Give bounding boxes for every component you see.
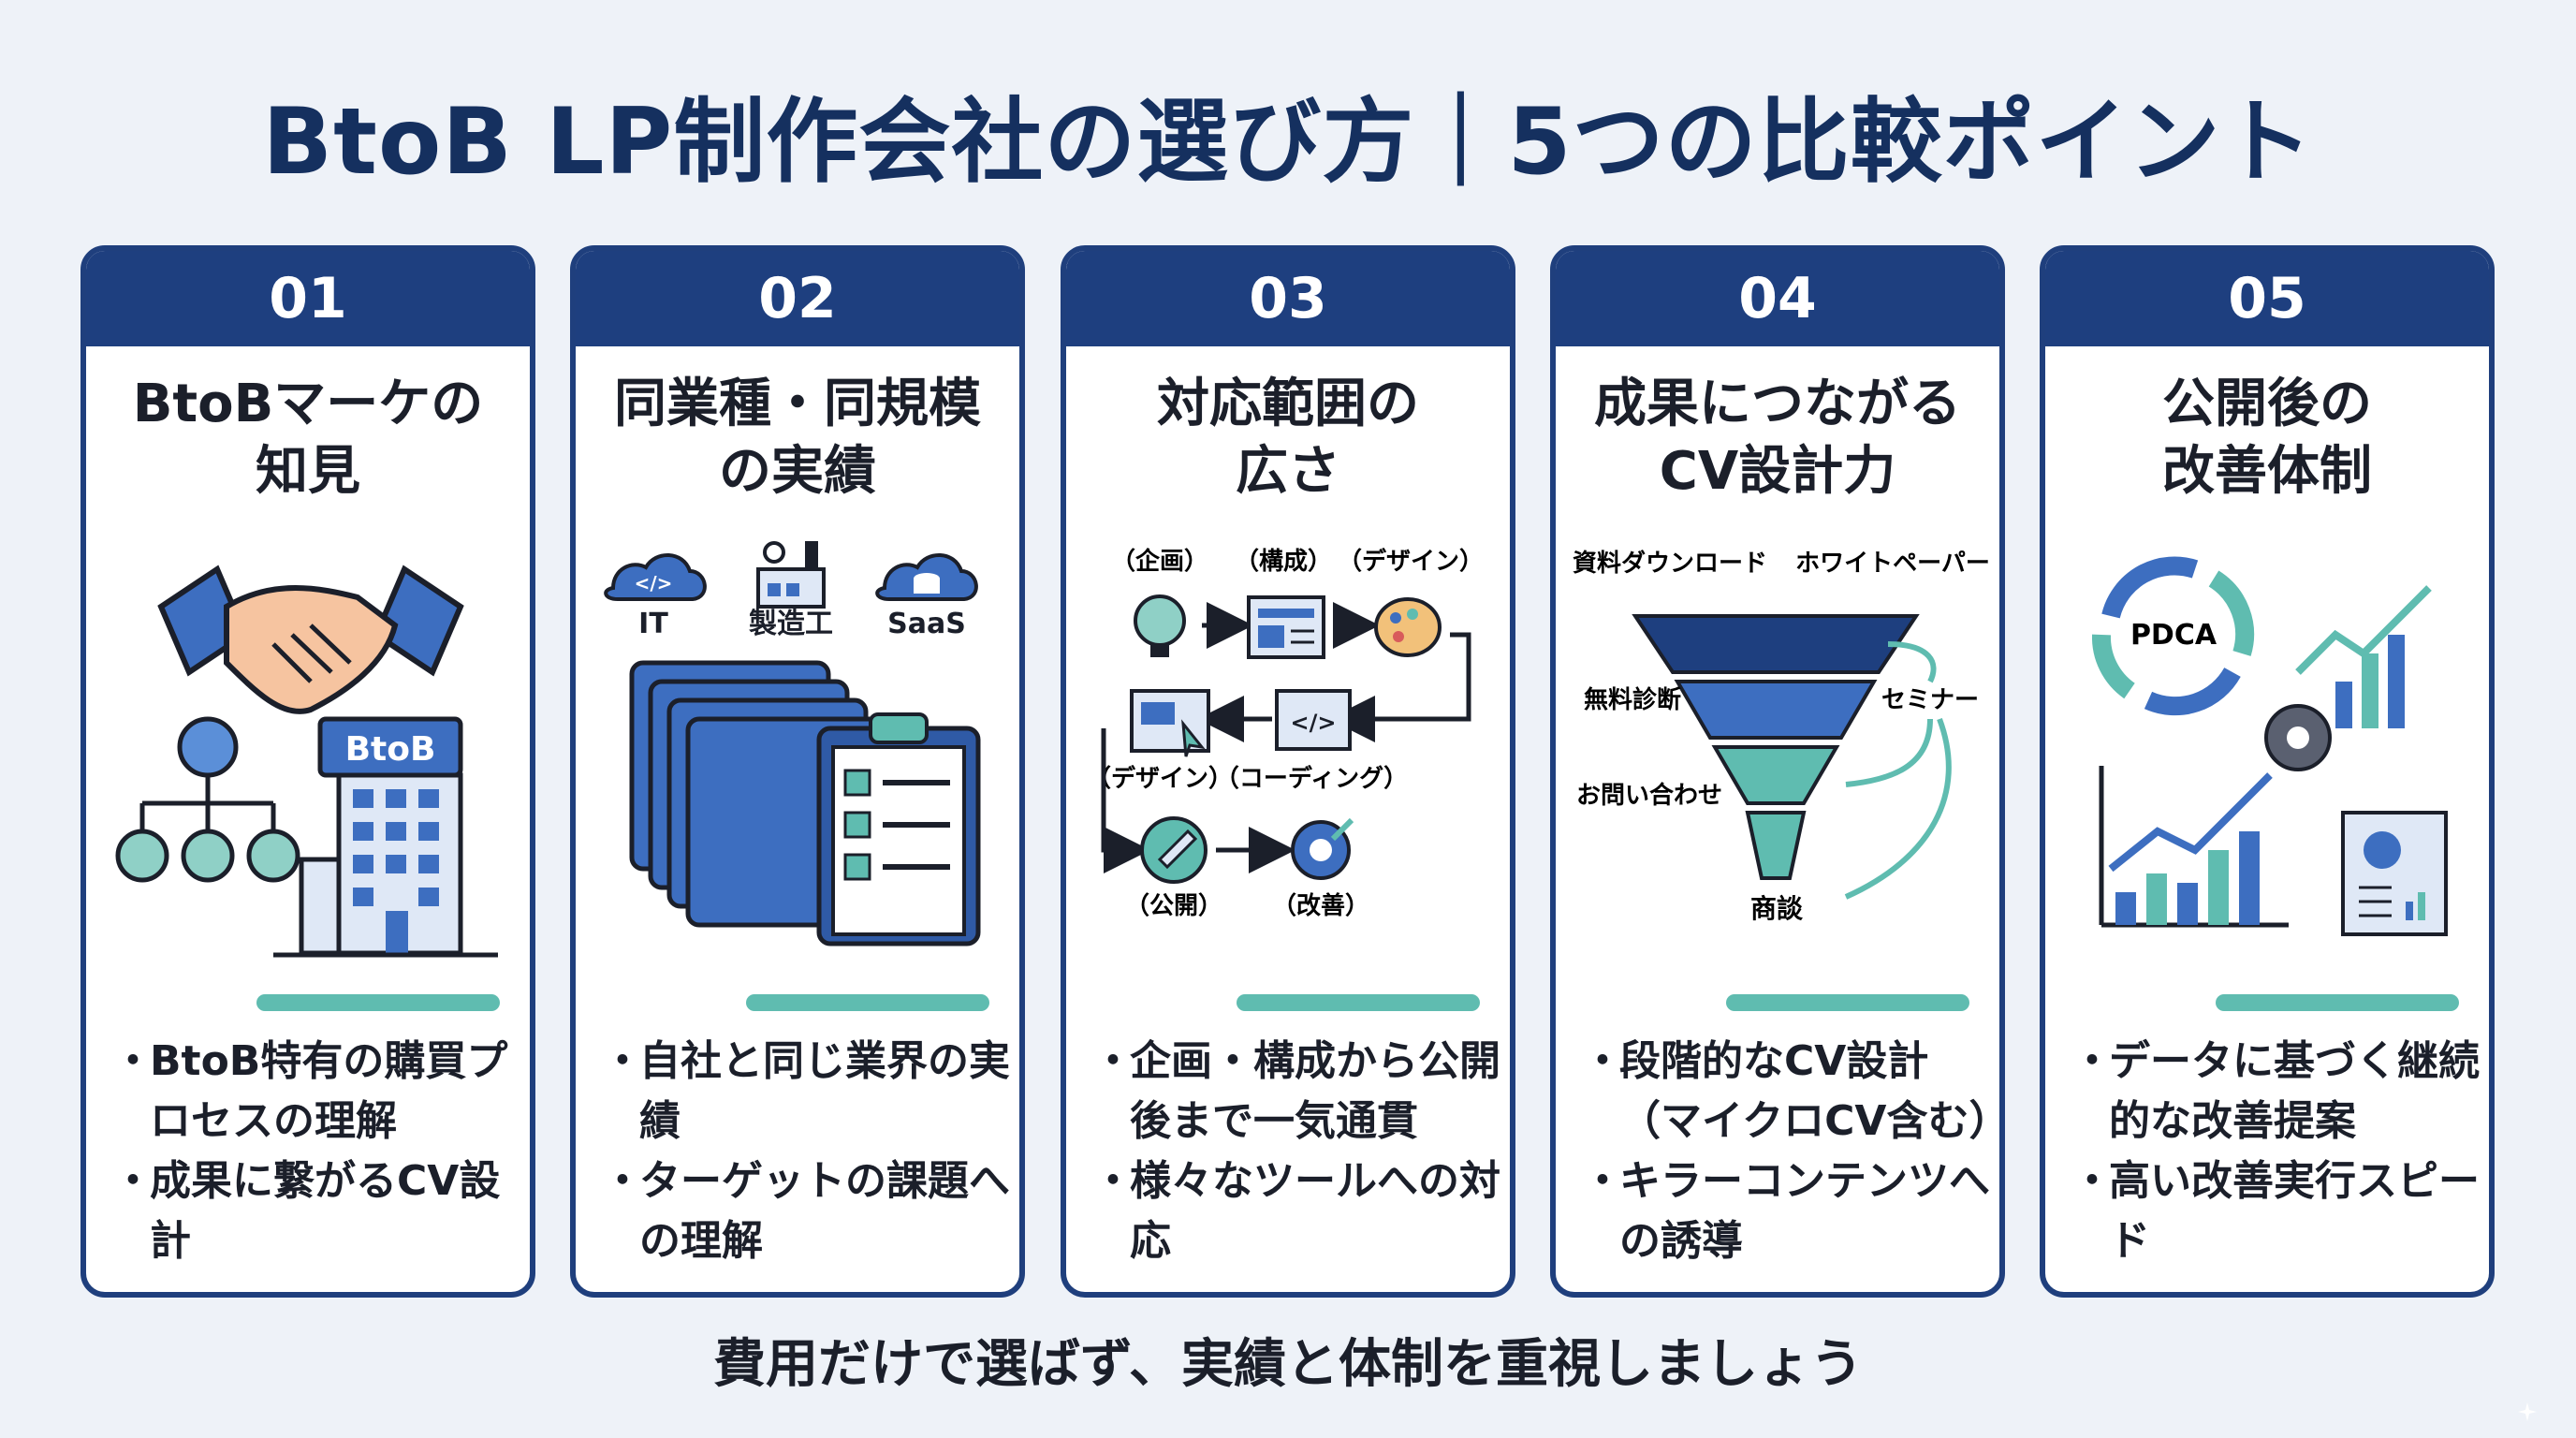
card-illustration: BtoB	[86, 532, 530, 1243]
card-title-line: 改善体制	[2162, 441, 2372, 502]
card-title-line: 成果につながる	[1594, 374, 1961, 434]
funnel-label: 無料診断	[1584, 685, 1681, 714]
category-label: 製造工	[749, 608, 833, 640]
card-title: BtoBマーケの 知見	[86, 371, 530, 506]
bullet-item: ・企画・構成から公開後まで一気通貫	[1092, 1037, 1500, 1145]
card-title-line: 公開後の	[2162, 374, 2372, 434]
category-label: SaaS	[887, 608, 966, 640]
wireframe-icon	[1247, 595, 1325, 659]
bullet-item: ・高い改善実行スピード	[2071, 1157, 2480, 1265]
flow-arrows	[1844, 641, 1952, 900]
step-label: （デザイン）	[1338, 547, 1484, 576]
building-icon	[273, 716, 498, 958]
bullet-item: ・段階的なCV設計（マイクロCV含む）	[1582, 1037, 2005, 1145]
step-label: （企画）	[1111, 547, 1208, 576]
footer-message: 費用だけで選ばず、実績と体制を重視しましょう	[712, 1334, 1864, 1395]
gear-icon	[2264, 704, 2332, 771]
card-title: 公開後の 改善体制	[2045, 371, 2489, 506]
card-illustration: 資料ダウンロード ホワイトペーパー 無料診断 セミナー お問い合わせ 商談	[1556, 532, 1999, 1243]
cloud-code-icon: </>	[604, 553, 707, 601]
category-label: IT	[638, 608, 668, 640]
funnel-label: 資料ダウンロード	[1573, 549, 1767, 578]
card-title-line: 知見	[256, 441, 360, 502]
growth-chart-icon	[2295, 585, 2432, 728]
funnel-label: ホワイトペーパー	[1795, 550, 1990, 578]
card-03: 03 対応範囲の 広さ （企画） （構成） （デザイン）	[1061, 245, 1515, 1298]
svg-text:</>: </>	[1291, 710, 1337, 736]
card-title: 同業種・同規模 の実績	[576, 371, 1019, 506]
card-title-line: 広さ	[1236, 441, 1340, 502]
org-chart-icon	[115, 716, 300, 883]
step-label: （改善）	[1272, 891, 1369, 920]
rocket-globe-icon	[1140, 816, 1208, 884]
bullet-item: ・自社と同じ業界の実績	[602, 1037, 1010, 1145]
palette-icon	[1374, 597, 1442, 657]
divider	[746, 994, 989, 1011]
step-label: （公開）	[1125, 892, 1222, 920]
card-title-line: 対応範囲の	[1157, 374, 1419, 434]
bullet-list: ・企画・構成から公開後まで一気通貫 ・様々なツールへの対応	[1092, 1032, 1504, 1271]
card-illustration: </> IT 製造工 SaaS	[576, 532, 1019, 1243]
bullet-item: ・様々なツールへの対応	[1092, 1157, 1500, 1265]
card-title-line: BtoBマーケの	[132, 374, 484, 434]
code-window-icon: </>	[1275, 689, 1352, 751]
card-04: 04 成果につながる CV設計力 資料ダウンロード ホワイトペーパー 無料診断 …	[1550, 245, 2005, 1298]
page-title: BtoB LP制作会社の選び方｜5つの比較ポイント	[262, 89, 2314, 196]
card-05: 05 公開後の 改善体制 PDCA	[2040, 245, 2495, 1298]
report-icon	[2341, 811, 2448, 936]
card-number: 03	[1066, 251, 1510, 346]
bullet-item: ・成果に繋がるCV設計	[112, 1157, 501, 1265]
step-label: （構成）	[1235, 548, 1332, 576]
step-label: （コーディング）	[1215, 764, 1408, 793]
card-number: 04	[1556, 251, 1999, 346]
card-illustration: PDCA	[2045, 532, 2489, 1243]
bullet-list: ・段階的なCV設計（マイクロCV含む） ・キラーコンテンツへの誘導	[1582, 1032, 2005, 1271]
card-number: 01	[86, 251, 530, 346]
gear-improve-icon	[1291, 817, 1354, 880]
divider	[1726, 994, 1969, 1011]
card-01: 01 BtoBマーケの 知見	[80, 245, 535, 1298]
card-02: 02 同業種・同規模 の実績 </>	[570, 245, 1025, 1298]
bullet-item: ・キラーコンテンツへの誘導	[1582, 1157, 1990, 1265]
bar-chart-icon	[2099, 766, 2289, 928]
bullet-item: ・BtoB特有の購買プロセスの理解	[112, 1037, 508, 1145]
divider	[1237, 994, 1480, 1011]
funnel-icon	[1632, 614, 1920, 880]
card-number: 05	[2045, 251, 2489, 346]
handshake-icon	[157, 565, 464, 714]
card-title-line: 同業種・同規模	[614, 374, 981, 434]
card-title: 成果につながる CV設計力	[1556, 371, 1999, 506]
card-title-line: の実績	[719, 441, 876, 502]
step-label: （デザイン）	[1087, 764, 1233, 793]
bullet-list: ・自社と同じ業界の実績 ・ターゲットの課題への理解	[602, 1032, 1014, 1271]
bullet-list: ・BtoB特有の購買プロセスの理解 ・成果に繋がるCV設計	[112, 1032, 524, 1271]
bullet-list: ・データに基づく継続的な改善提案 ・高い改善実行スピード	[2071, 1032, 2483, 1271]
design-window-icon	[1130, 689, 1210, 757]
bullet-item: ・ターゲットの課題への理解	[602, 1157, 1010, 1265]
card-illustration: （企画） （構成） （デザイン）	[1066, 532, 1510, 1243]
pdca-cycle-icon	[2091, 556, 2255, 716]
sparkle-icon	[2518, 1402, 2537, 1421]
divider	[2216, 994, 2459, 1011]
divider	[256, 994, 500, 1011]
funnel-label: お問い合わせ	[1576, 781, 1722, 810]
svg-text:</>: </>	[635, 572, 673, 594]
card-number: 02	[576, 251, 1019, 346]
bullet-item: ・データに基づく継続的な改善提案	[2071, 1037, 2480, 1145]
cloud-database-icon	[875, 553, 978, 601]
factory-icon	[756, 541, 826, 609]
lightbulb-icon	[1134, 594, 1186, 657]
card-title-line: CV設計力	[1659, 441, 1896, 502]
pdca-label: PDCA	[2130, 619, 2217, 652]
card-title: 対応範囲の 広さ	[1066, 371, 1510, 506]
funnel-label: セミナー	[1881, 686, 1979, 714]
checklist-clipboard-icon	[816, 712, 981, 946]
funnel-label: 商談	[1750, 893, 1804, 924]
building-label: BtoB	[345, 730, 436, 769]
